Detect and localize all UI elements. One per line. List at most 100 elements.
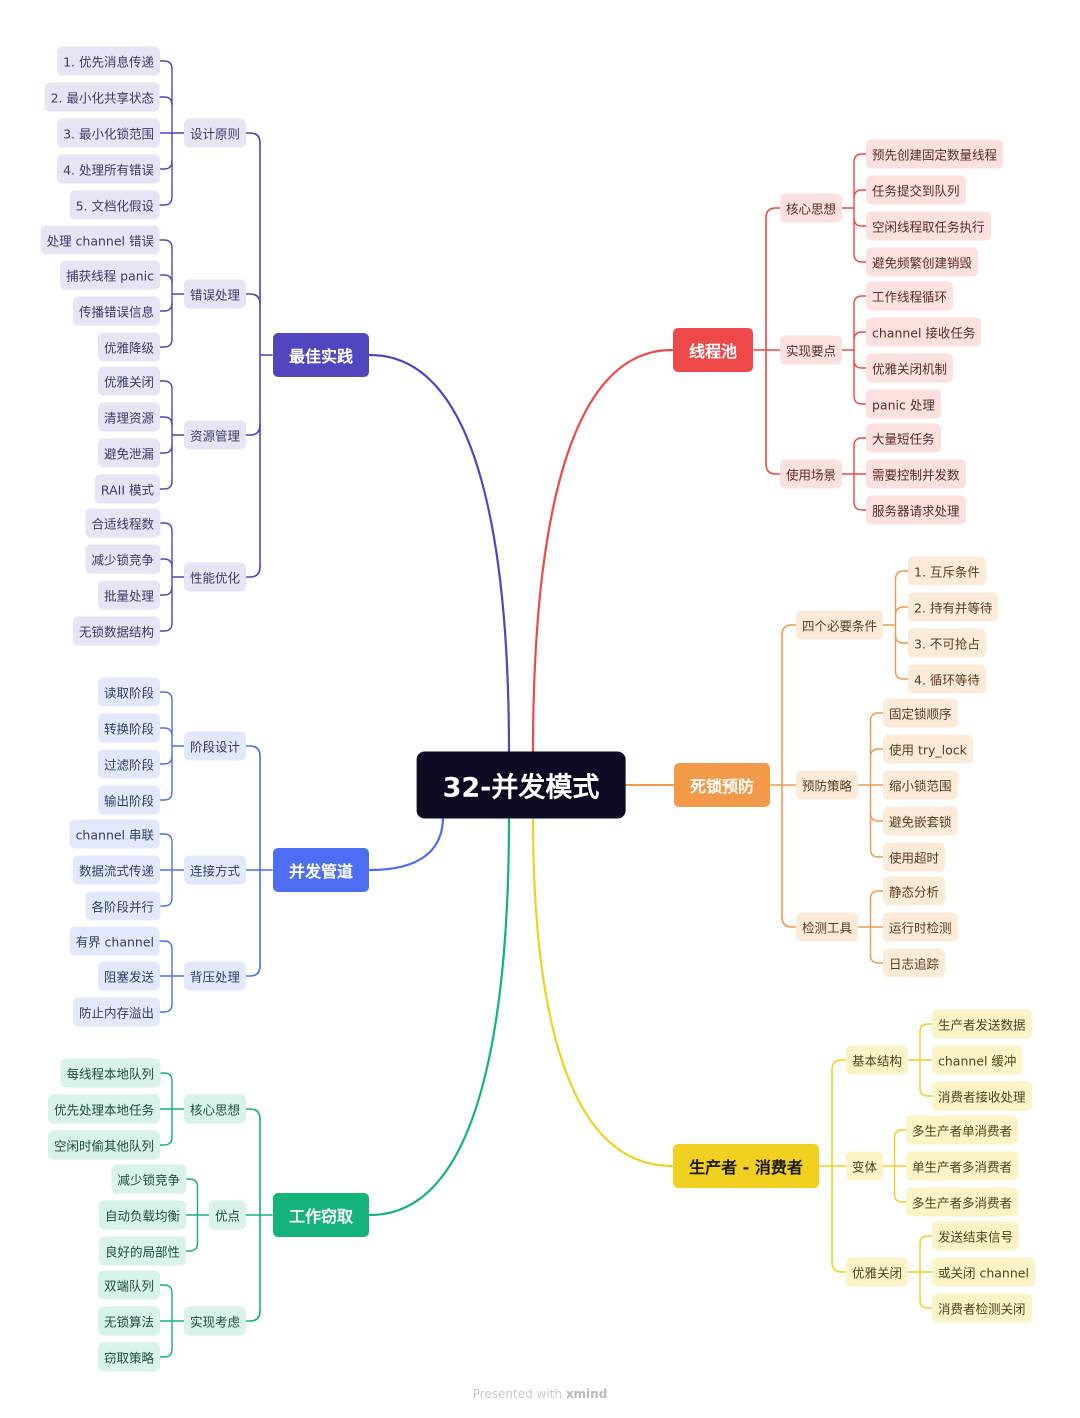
main-topic-pool[interactable]: 线程池 [672,328,754,372]
leaf-steal-2-1[interactable]: 无锁算法 [97,1306,160,1336]
leaf-dead-0-2[interactable]: 3. 不可抢占 [908,628,986,658]
edge-leaf-steal-0-2 [159,1136,173,1146]
edge-leaf-dead-2-0 [869,890,884,900]
leaf-steal-0-0[interactable]: 每线程本地队列 [60,1058,160,1088]
subtopic-best-3[interactable]: 性能优化 [183,562,246,592]
subtopic-dead-0[interactable]: 四个必要条件 [796,610,884,640]
leaf-dead-0-0[interactable]: 1. 互斥条件 [908,556,986,586]
subtopic-best-0[interactable]: 设计原则 [183,118,246,148]
leaf-dead-1-2[interactable]: 缩小锁范围 [883,770,958,800]
leaf-dead-2-2[interactable]: 日志追踪 [883,948,946,978]
leaf-pool-1-0[interactable]: 工作线程循环 [866,281,954,311]
leaf-prod-1-1[interactable]: 单生产者多消费者 [906,1151,1019,1181]
leaf-pool-2-1[interactable]: 需要控制并发数 [866,459,966,489]
leaf-pipe-0-2[interactable]: 过滤阶段 [97,749,160,779]
leaf-steal-0-2[interactable]: 空闲时偷其他队列 [47,1130,160,1160]
leaf-prod-0-2[interactable]: 消费者接收处理 [932,1081,1032,1111]
leaf-best-2-1[interactable]: 清理资源 [97,402,160,432]
leaf-best-1-3[interactable]: 优雅降级 [97,332,160,362]
root-topic[interactable]: 32-并发模式 [416,751,626,819]
leaf-best-2-2[interactable]: 避免泄漏 [97,438,160,468]
leaf-dead-1-3[interactable]: 避免嵌套锁 [883,806,958,836]
leaf-pipe-2-1[interactable]: 阻塞发送 [97,961,160,991]
main-topic-prod[interactable]: 生产者 - 消费者 [673,1144,819,1188]
leaf-best-3-1[interactable]: 减少锁竞争 [85,544,160,574]
subtopic-prod-1[interactable]: 变体 [846,1151,884,1181]
leaf-pool-0-3[interactable]: 避免频繁创建销毁 [866,247,979,277]
leaf-pipe-0-1[interactable]: 转换阶段 [97,713,160,743]
leaf-dead-2-0[interactable]: 静态分析 [883,876,946,906]
leaf-dead-0-1[interactable]: 2. 持有并等待 [908,592,999,622]
subtopic-steal-0[interactable]: 核心思想 [183,1094,246,1124]
leaf-pipe-2-0[interactable]: 有界 channel [69,926,160,956]
leaf-pool-0-1[interactable]: 任务提交到队列 [866,175,966,205]
leaf-pipe-1-2[interactable]: 各阶段并行 [85,891,160,921]
subtopic-pool-1[interactable]: 实现要点 [780,335,843,365]
leaf-best-3-3[interactable]: 无锁数据结构 [72,616,160,646]
edge-leaf-pipe-2-0 [159,940,173,950]
leaf-steal-0-1[interactable]: 优先处理本地任务 [47,1094,160,1124]
leaf-dead-1-4[interactable]: 使用超时 [883,842,946,872]
leaf-pool-1-2[interactable]: 优雅关闭机制 [866,353,954,383]
leaf-best-0-1[interactable]: 2. 最小化共享状态 [44,82,160,112]
leaf-steal-1-1[interactable]: 自动负载均衡 [98,1200,186,1230]
leaf-pipe-1-1[interactable]: 数据流式传递 [72,855,160,885]
main-topic-pipe[interactable]: 并发管道 [272,848,370,892]
leaf-best-3-0[interactable]: 合适线程数 [85,508,160,538]
leaf-pool-2-2[interactable]: 服务器请求处理 [866,495,966,525]
leaf-prod-2-1[interactable]: 或关闭 channel [932,1257,1035,1287]
leaf-prod-1-0[interactable]: 多生产者单消费者 [906,1115,1019,1145]
leaf-best-0-3[interactable]: 4. 处理所有错误 [57,154,160,184]
leaf-steal-1-0[interactable]: 减少锁竞争 [111,1164,186,1194]
edge-sub-prod-2 [831,1261,847,1273]
leaf-pool-0-0[interactable]: 预先创建固定数量线程 [866,139,1004,169]
leaf-dead-2-1[interactable]: 运行时检测 [883,912,958,942]
subtopic-pipe-0[interactable]: 阶段设计 [183,731,246,761]
leaf-best-3-2[interactable]: 批量处理 [97,580,160,610]
leaf-pipe-2-2[interactable]: 防止内存溢出 [72,997,160,1027]
leaf-pool-1-3[interactable]: panic 处理 [866,389,941,419]
subtopic-pool-2[interactable]: 使用场景 [780,459,843,489]
subtopic-steal-1[interactable]: 优点 [208,1200,246,1230]
leaf-pipe-1-0[interactable]: channel 串联 [69,819,160,849]
leaf-pool-1-1[interactable]: channel 接收任务 [866,317,982,347]
leaf-best-1-0[interactable]: 处理 channel 错误 [40,225,160,255]
subtopic-pool-0[interactable]: 核心思想 [780,193,843,223]
edge-leaf-pool-2-2 [853,501,867,511]
leaf-steal-2-2[interactable]: 窃取策略 [97,1342,160,1372]
leaf-pool-2-0[interactable]: 大量短任务 [866,423,941,453]
leaf-dead-1-1[interactable]: 使用 try_lock [883,734,973,764]
leaf-pipe-0-0[interactable]: 读取阶段 [97,677,160,707]
subtopic-steal-2[interactable]: 实现考虑 [183,1306,246,1336]
leaf-prod-2-0[interactable]: 发送结束信号 [932,1221,1020,1251]
subtopic-prod-2[interactable]: 优雅关闭 [846,1257,909,1287]
leaf-best-1-2[interactable]: 传播错误信息 [72,296,160,326]
leaf-steal-1-2[interactable]: 良好的局部性 [98,1236,186,1266]
main-topic-best[interactable]: 最佳实践 [272,333,370,377]
leaf-best-2-0[interactable]: 优雅关闭 [97,366,160,396]
leaf-dead-0-3[interactable]: 4. 循环等待 [908,664,986,694]
leaf-prod-1-2[interactable]: 多生产者多消费者 [906,1187,1019,1217]
leaf-dead-1-0[interactable]: 固定锁顺序 [883,698,958,728]
leaf-prod-2-2[interactable]: 消费者检测关闭 [932,1293,1032,1323]
leaf-best-0-0[interactable]: 1. 优先消息传递 [57,46,160,76]
main-topic-steal[interactable]: 工作窃取 [272,1193,370,1237]
leaf-best-0-2[interactable]: 3. 最小化锁范围 [57,118,160,148]
leaf-best-2-3[interactable]: RAII 模式 [94,474,160,504]
edge-leaf-best-2-3 [159,480,173,490]
leaf-best-0-4[interactable]: 5. 文档化假设 [69,190,160,220]
leaf-pipe-0-3[interactable]: 输出阶段 [97,785,160,815]
main-topic-dead[interactable]: 死锁预防 [673,763,771,807]
leaf-steal-2-0[interactable]: 双端队列 [97,1270,160,1300]
leaf-best-1-1[interactable]: 捕获线程 panic [60,260,160,290]
subtopic-dead-2[interactable]: 检测工具 [796,912,859,942]
leaf-pool-0-2[interactable]: 空闲线程取任务执行 [866,211,991,241]
subtopic-prod-0[interactable]: 基本结构 [846,1045,909,1075]
subtopic-pipe-1[interactable]: 连接方式 [183,855,246,885]
subtopic-best-1[interactable]: 错误处理 [183,279,246,309]
leaf-prod-0-1[interactable]: channel 缓冲 [932,1045,1023,1075]
leaf-prod-0-0[interactable]: 生产者发送数据 [932,1009,1032,1039]
subtopic-best-2[interactable]: 资源管理 [183,420,246,450]
subtopic-dead-1[interactable]: 预防策略 [796,770,859,800]
subtopic-pipe-2[interactable]: 背压处理 [183,961,246,991]
